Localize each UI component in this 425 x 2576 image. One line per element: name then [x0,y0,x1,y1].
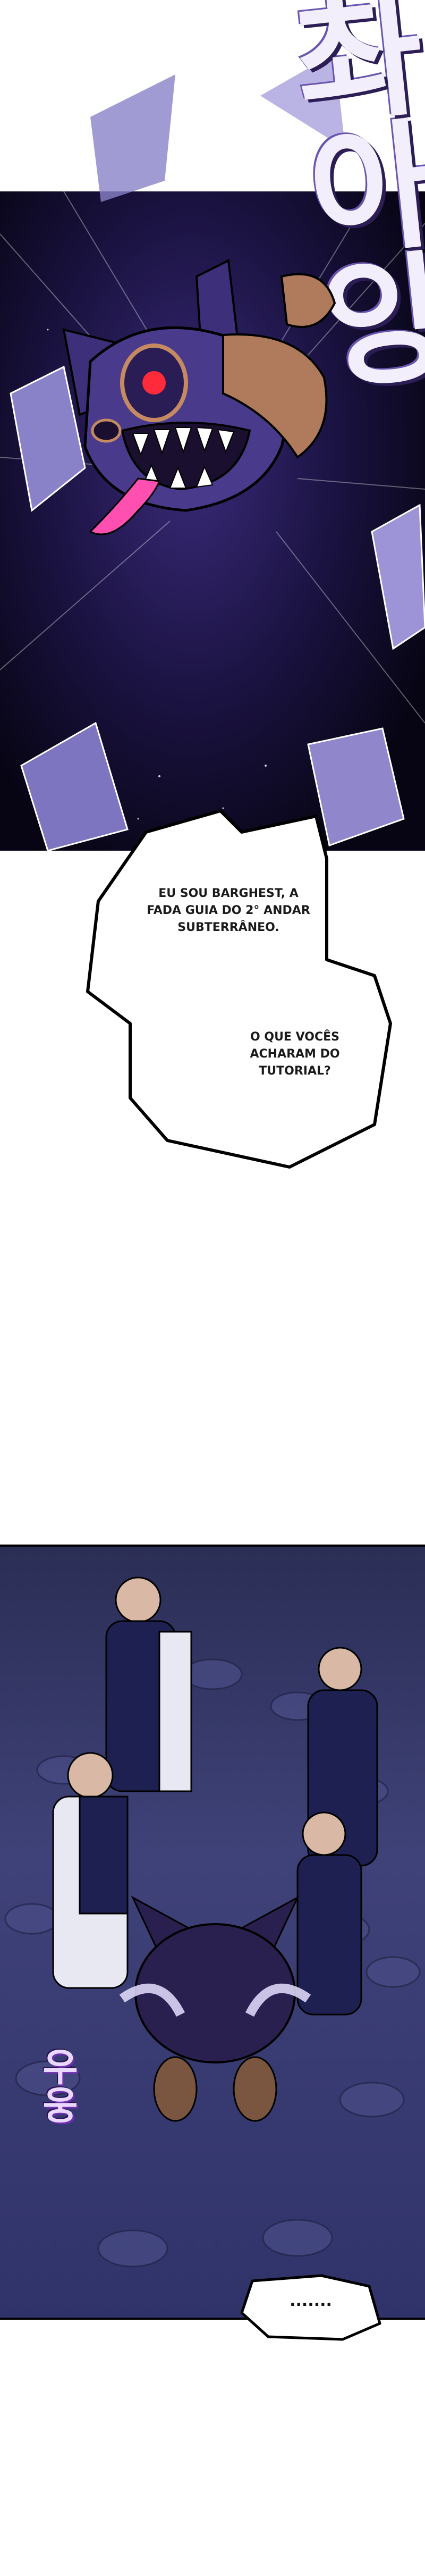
sound-effect-top: 촤아앙 [80,0,425,415]
barghest-creature [62,258,336,535]
creature-paw [280,273,336,328]
ellipsis-bubble-shape [240,2274,381,2341]
bubble-line-1: EU SOU BARGHEST, A FADA GUIA DO 2° ANDAR… [147,887,310,934]
creature-fur [222,333,328,459]
student-figure [296,1811,362,2016]
student-figure [52,1752,129,1989]
sfx-shards [90,53,345,202]
creature-tongue [89,477,161,535]
bubble-line-2: O QUE VOCÊS ACHARAM DO TUTORIAL? [250,1030,340,1078]
crystal-shard [371,504,425,650]
creature-nose [91,418,122,443]
speech-bubble: EU SOU BARGHEST, A FADA GUIA DO 2° ANDAR… [77,800,401,1172]
student-figure [105,1576,192,1792]
ellipsis-bubble: ....... [236,2270,385,2345]
crystal-shard [307,727,405,846]
group-panel [0,1545,425,2320]
barghest-back [119,1895,311,2122]
space-streaks [0,191,425,851]
creature-pupil [142,371,166,395]
ellipsis-text: ....... [290,2292,332,2310]
cobblestone-ground [4,1576,421,2268]
crystal-shard [20,721,129,851]
crystal-shard [10,365,86,512]
bubble-shape [86,809,392,1169]
sound-effect-side: 우웅 [35,2047,79,2124]
